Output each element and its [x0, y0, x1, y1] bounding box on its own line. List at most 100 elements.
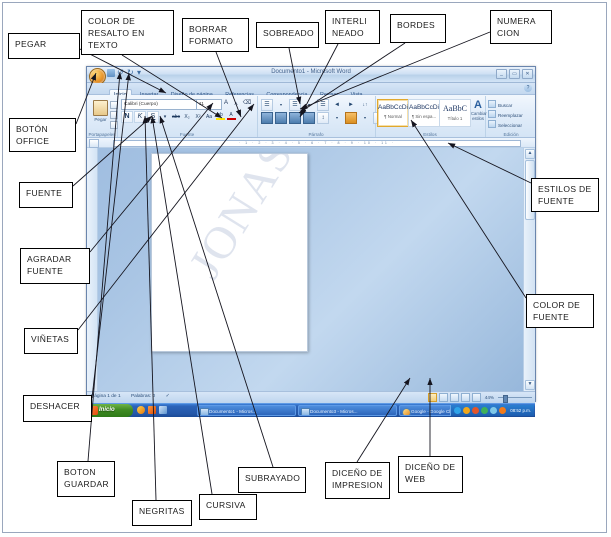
update-icon[interactable] — [499, 407, 507, 414]
shrink-font-icon[interactable]: A — [234, 101, 238, 106]
font-color-button[interactable]: A — [226, 112, 236, 122]
chevron-down-icon[interactable]: ▾ — [163, 114, 167, 120]
justify-button[interactable] — [303, 112, 315, 124]
word-title-bar: ↺ ↻ ▾ Documento1 - Microsoft Word _ ▭ ✕ — [87, 67, 535, 85]
callout-pegar: PEGAR — [8, 33, 80, 59]
font-name-combo[interactable]: Calibri (Cuerpo) — [121, 99, 197, 110]
line-spacing-button[interactable]: ↕ — [317, 112, 329, 124]
tab-selector-icon[interactable] — [89, 139, 99, 148]
replace-icon — [488, 110, 496, 118]
callout-numeracion: NUMERA CION — [490, 10, 552, 44]
taskbar-label-documento1: Documento1 - Micros... — [209, 409, 257, 414]
text-highlight-color-button[interactable]: ab — [215, 112, 225, 122]
font-size-combo[interactable]: 11 — [196, 99, 222, 110]
callout-borrar-formato: BORRAR FORMATO — [182, 18, 249, 52]
horizontal-ruler[interactable]: · 1 · 2 · 3 · 4 · 5 · 6 · 7 · 8 · 9 · 10… — [87, 138, 535, 148]
align-left-button[interactable] — [261, 112, 273, 124]
callout-estilos-fuente: ESTILOS DE FUENTE — [531, 178, 599, 212]
sync-icon[interactable] — [481, 407, 489, 414]
status-right: 44% — [427, 393, 532, 403]
clear-formatting-icon[interactable]: ⌫ — [242, 100, 252, 106]
style-preview-titulo-1: AaBbC — [443, 104, 467, 113]
media-icon[interactable] — [148, 406, 156, 414]
start-button[interactable]: Inicio — [87, 404, 133, 417]
style-item-sin-espaciado[interactable]: AaBbCcDi ¶ Sin espa... — [408, 99, 440, 127]
volume-icon[interactable] — [463, 407, 471, 414]
taskbar-button-documento3[interactable]: Documento3 - Micros... — [298, 405, 397, 416]
explorer-icon[interactable] — [159, 406, 167, 414]
line-spacing-dropdown-icon[interactable]: ▾ — [335, 115, 338, 120]
replace-button[interactable]: Reemplazar — [488, 110, 523, 118]
maximize-button[interactable]: ▭ — [509, 69, 520, 79]
callout-label-fuente: FUENTE — [26, 188, 63, 198]
full-screen-view-button[interactable] — [438, 393, 448, 402]
zoom-level[interactable]: 44% — [484, 395, 494, 400]
bullets-dropdown-icon[interactable]: ▾ — [279, 102, 282, 107]
paste-button[interactable]: Pegar — [93, 100, 108, 124]
callout-label-negritas: NEGRITAS — [139, 506, 185, 516]
underline-button[interactable]: S — [147, 111, 159, 123]
sort-button[interactable]: ↓↑ — [362, 102, 368, 108]
superscript-button[interactable]: X² — [195, 114, 201, 120]
numbering-dropdown-icon[interactable]: ▾ — [307, 102, 310, 107]
shading-dropdown-icon[interactable]: ▾ — [363, 115, 366, 120]
decrease-indent-button[interactable]: ◄ — [334, 102, 340, 108]
italic-button[interactable]: K — [134, 111, 146, 123]
change-styles-button[interactable]: A Cambiar estilos — [471, 99, 487, 121]
group-estilos: AaBbCcDi ¶ Normal AaBbCcDi ¶ Sin espa...… — [375, 96, 487, 137]
callout-label-sobreado: SOBREADO — [263, 28, 314, 38]
multilevel-list-button[interactable]: ☰ — [317, 99, 329, 111]
bullets-button[interactable]: ☰ — [261, 99, 273, 111]
document-page[interactable]: JONAS — [151, 153, 308, 352]
callout-label-numeracion: NUMERA CION — [497, 16, 536, 38]
callout-fuente: FUENTE — [19, 182, 73, 208]
numbering-button[interactable]: ☰ — [289, 99, 301, 111]
align-center-button[interactable] — [275, 112, 287, 124]
scroll-down-button[interactable]: ▼ — [525, 380, 535, 390]
bold-button[interactable]: N — [121, 111, 133, 123]
shield-icon[interactable] — [454, 407, 462, 414]
web-layout-view-button[interactable] — [449, 393, 459, 402]
grow-font-icon[interactable]: A — [223, 100, 228, 106]
find-button[interactable]: Buscar — [488, 100, 512, 108]
outline-view-button[interactable] — [460, 393, 470, 402]
callout-label-interlineado: INTERLI NEADO — [332, 16, 368, 38]
change-case-icon[interactable]: Aa — [205, 114, 213, 120]
callout-label-estilos-fuente: ESTILOS DE FUENTE — [538, 184, 592, 206]
align-right-button[interactable] — [289, 112, 301, 124]
style-item-titulo-1[interactable]: AaBbC Título 1 — [439, 99, 471, 127]
style-item-normal[interactable]: AaBbCcDi ¶ Normal — [377, 99, 409, 127]
network-icon[interactable] — [472, 407, 480, 414]
group-edicion: Buscar Reemplazar Seleccionar Edición — [485, 96, 537, 137]
shading-button[interactable] — [345, 112, 357, 124]
taskbar-label-chrome: Google - Google Chrome — [411, 409, 463, 414]
start-label: Inicio — [99, 407, 115, 413]
close-button[interactable]: ✕ — [522, 69, 533, 79]
antivirus-icon[interactable] — [490, 407, 498, 414]
zoom-slider[interactable] — [498, 394, 532, 403]
scroll-up-button[interactable]: ▲ — [525, 149, 535, 159]
style-label-titulo-1: Título 1 — [447, 116, 463, 121]
callout-label-subrayado: SUBRAYADO — [245, 473, 301, 483]
print-layout-view-button[interactable] — [427, 393, 437, 402]
callout-color-resalto: COLOR DE RESALTO EN TEXTO — [81, 10, 174, 55]
spellcheck-icon[interactable]: ✓ — [165, 394, 170, 399]
callout-negritas: NEGRITAS — [132, 500, 192, 526]
callout-boton-office: BOTÓN OFFICE — [9, 118, 76, 152]
callout-label-cursiva: CURSIVA — [206, 500, 246, 510]
browser-icon[interactable] — [137, 406, 145, 414]
zoom-knob[interactable] — [503, 394, 508, 403]
taskbar-button-documento1[interactable]: Documento1 - Micros... — [197, 405, 296, 416]
draft-view-button[interactable] — [471, 393, 481, 402]
style-preview-normal: AaBbCcDi — [378, 104, 408, 111]
strikethrough-button[interactable]: abc — [171, 114, 181, 120]
help-icon[interactable]: ? — [524, 84, 532, 92]
subscript-button[interactable]: X₂ — [184, 114, 190, 120]
select-button[interactable]: Seleccionar — [488, 120, 522, 128]
word-doc-icon-2 — [301, 408, 310, 415]
callout-label-boton-guardar: BOTON GUARDAR — [64, 467, 109, 489]
status-left: Página 1 de 1 Palabras: 0 ✓ — [91, 394, 179, 399]
increase-indent-button[interactable]: ► — [348, 102, 354, 108]
minimize-button[interactable]: _ — [496, 69, 507, 79]
